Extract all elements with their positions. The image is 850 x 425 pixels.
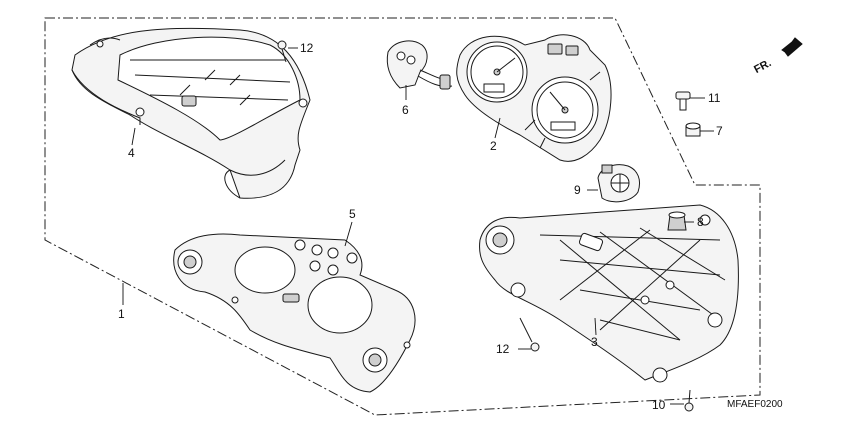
callout-10: 10 [652,398,666,412]
callout-1: 1 [118,307,125,321]
diagram-code: MFAEF0200 [727,399,783,410]
callout-3: 3 [591,335,598,349]
leader-lines [122,47,714,405]
callout-4: 4 [128,146,135,160]
part-3-meter-case[interactable] [479,204,739,383]
callout-5: 5 [349,207,356,221]
part-6-socket-unit[interactable] [386,40,453,90]
part-12-screw-top[interactable] [277,40,287,63]
part-8-grommet[interactable] [667,211,687,231]
front-direction-label: FR. [752,57,773,76]
assembly-boundary [44,17,761,416]
part-10-screw[interactable] [684,389,694,412]
callout-7: 7 [716,124,723,138]
part-7-collar[interactable] [685,122,701,137]
part-4-meter-cover[interactable] [71,27,311,199]
callout-2: 2 [490,139,497,153]
part-11-screw[interactable] [675,91,691,111]
callout-6: 6 [402,103,409,117]
callout-9: 9 [574,183,581,197]
part-12-screw-bottom[interactable] [519,317,540,352]
part-5-meter-panel[interactable] [173,233,416,393]
callout-11: 11 [708,91,721,105]
part-9-trip-knob-unit[interactable] [597,164,641,203]
front-arrow-icon [781,37,803,57]
callout-8: 8 [697,215,704,229]
part-2-combination-meter[interactable] [456,34,612,162]
callout-12-top: 12 [300,41,314,55]
callout-12-bottom: 12 [496,342,510,356]
